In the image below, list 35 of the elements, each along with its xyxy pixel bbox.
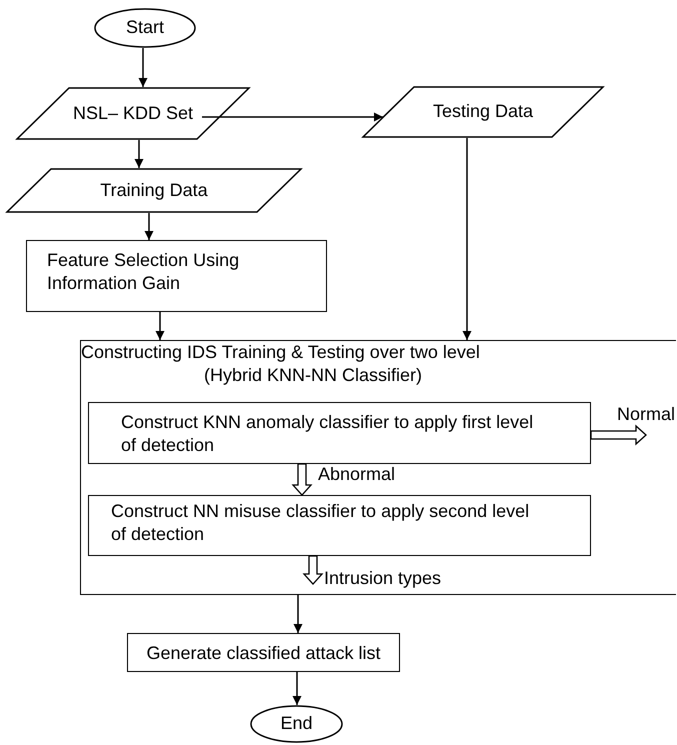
- node-label: NSL– KDD Set: [72, 102, 194, 125]
- arrow: [462, 138, 472, 340]
- group-container: [80, 340, 676, 595]
- node-label: Construct KNN anomaly classifier to apply first level of detection: [121, 411, 534, 458]
- process-box: [88, 495, 591, 556]
- arrow: [138, 48, 148, 87]
- data-parallelogram: [362, 86, 604, 138]
- node-label: Feature Selection Using Information Gain: [47, 249, 240, 296]
- arrow: [202, 112, 383, 122]
- node-label: Start: [126, 16, 164, 40]
- process-box: [127, 633, 400, 672]
- group-heading: Constructing IDS Training & Testing over two level: [81, 341, 480, 364]
- group-subheading: (Hybrid KNN-NN Classifier): [204, 364, 422, 388]
- arrow: [292, 672, 302, 705]
- edge-label: Intrusion types: [324, 568, 442, 589]
- edge-label: Normal: [617, 404, 676, 425]
- arrow: [134, 140, 144, 168]
- block-arrow: [302, 555, 324, 585]
- node-label: Testing Data: [432, 100, 534, 124]
- node-label: Construct NN misuse classifier to apply second level of detection: [111, 500, 530, 546]
- data-parallelogram: [16, 87, 250, 140]
- node-label: Training Data: [100, 178, 208, 202]
- block-arrow: [292, 463, 312, 496]
- edge-label: Abnormal: [318, 464, 396, 485]
- arrow: [294, 595, 302, 633]
- arrow: [156, 312, 164, 340]
- terminal-ellipse: [250, 705, 343, 743]
- arrow: [144, 213, 154, 240]
- node-label: Generate classified attack list: [145, 642, 382, 665]
- terminal-ellipse: [94, 8, 196, 48]
- process-box: [88, 402, 591, 464]
- node-label: End: [280, 712, 313, 736]
- block-arrow: [590, 424, 647, 446]
- data-parallelogram: [6, 168, 302, 213]
- process-box: [26, 240, 327, 312]
